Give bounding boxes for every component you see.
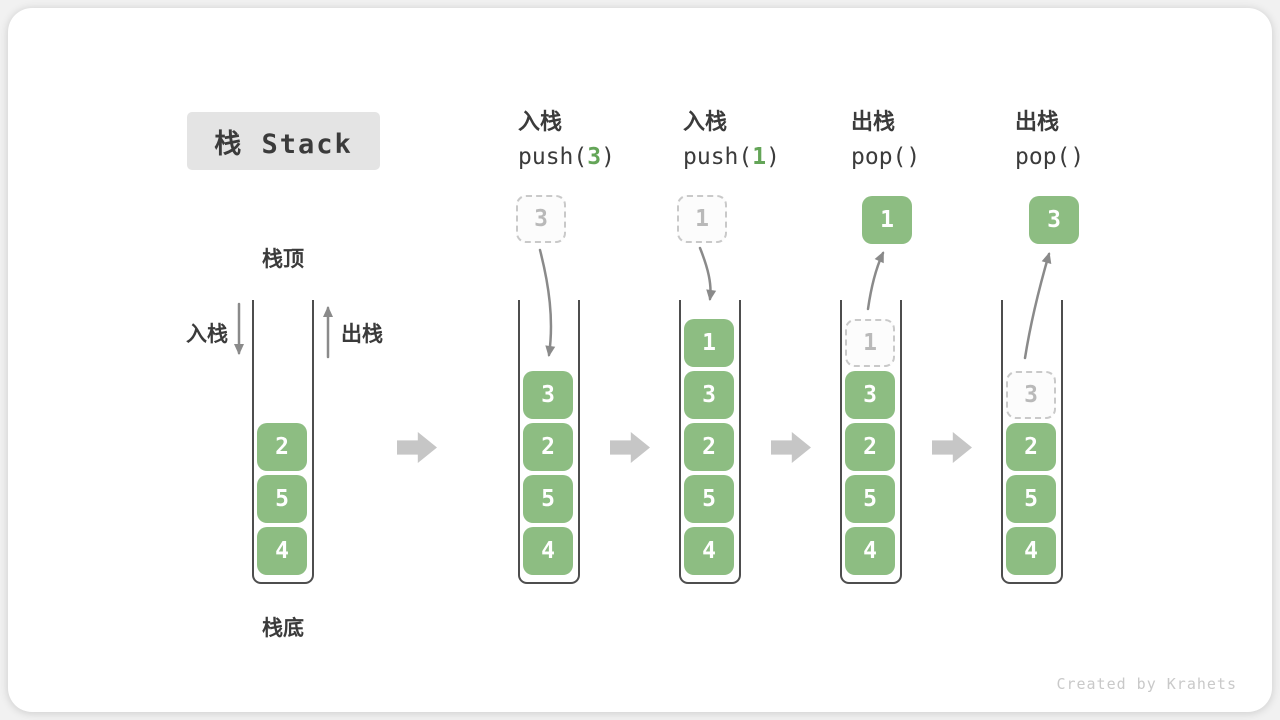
stack-cell: 2 [257, 423, 307, 471]
stack-cell-ghost: 1 [845, 319, 895, 367]
step-2-code-arg: 1 [752, 144, 767, 170]
stack-cell: 1 [684, 319, 734, 367]
step-1-op-label: 入栈 [518, 109, 563, 134]
push-source-cell: 1 [677, 195, 727, 243]
page-title: 栈 Stack [214, 128, 353, 160]
step-1-code-arg: 3 [587, 144, 602, 170]
stack-cell: 5 [684, 475, 734, 523]
push-side-label: 入栈 [186, 323, 228, 346]
stack-cell: 2 [684, 423, 734, 471]
step-2-header: 入栈 push(1) [683, 104, 780, 170]
stack-cell: 2 [523, 423, 573, 471]
stack-cell: 4 [845, 527, 895, 575]
step-3-header: 出栈 pop() [851, 104, 920, 170]
watermark: Created by Krahets [1056, 675, 1237, 693]
step-4-header: 出栈 pop() [1015, 104, 1084, 170]
pop-side-label: 出栈 [341, 323, 383, 346]
stack-cell: 5 [845, 475, 895, 523]
stack-cell: 3 [523, 371, 573, 419]
stack-cell: 3 [684, 371, 734, 419]
pop-result-cell: 1 [862, 196, 912, 244]
stack-cell: 5 [523, 475, 573, 523]
push-source-cell: 3 [516, 195, 566, 243]
stack-cell: 4 [684, 527, 734, 575]
step-3-code-label: pop() [851, 144, 921, 170]
stack-cell: 3 [845, 371, 895, 419]
stack-cell-ghost: 3 [1006, 371, 1056, 419]
stack-cell: 4 [257, 527, 307, 575]
step-4-op-label: 出栈 [1015, 109, 1060, 134]
pop-result-cell: 3 [1029, 196, 1079, 244]
stack-cell: 2 [845, 423, 895, 471]
stack-cell: 2 [1006, 423, 1056, 471]
stack-cell: 4 [523, 527, 573, 575]
stack-cell: 4 [1006, 527, 1056, 575]
step-4-code-label: pop() [1015, 144, 1085, 170]
step-2-op-label: 入栈 [683, 109, 728, 134]
step-1-code-label: push(3) [518, 144, 615, 170]
stack-cell: 5 [1006, 475, 1056, 523]
step-3-op-label: 出栈 [851, 109, 896, 134]
stack-bottom-label: 栈底 [262, 617, 304, 640]
step-2-code-label: push(1) [683, 144, 780, 170]
title-box: 栈 Stack [187, 112, 380, 170]
stack-top-label: 栈顶 [262, 248, 304, 271]
stack-cell: 5 [257, 475, 307, 523]
step-1-header: 入栈 push(3) [518, 104, 615, 170]
